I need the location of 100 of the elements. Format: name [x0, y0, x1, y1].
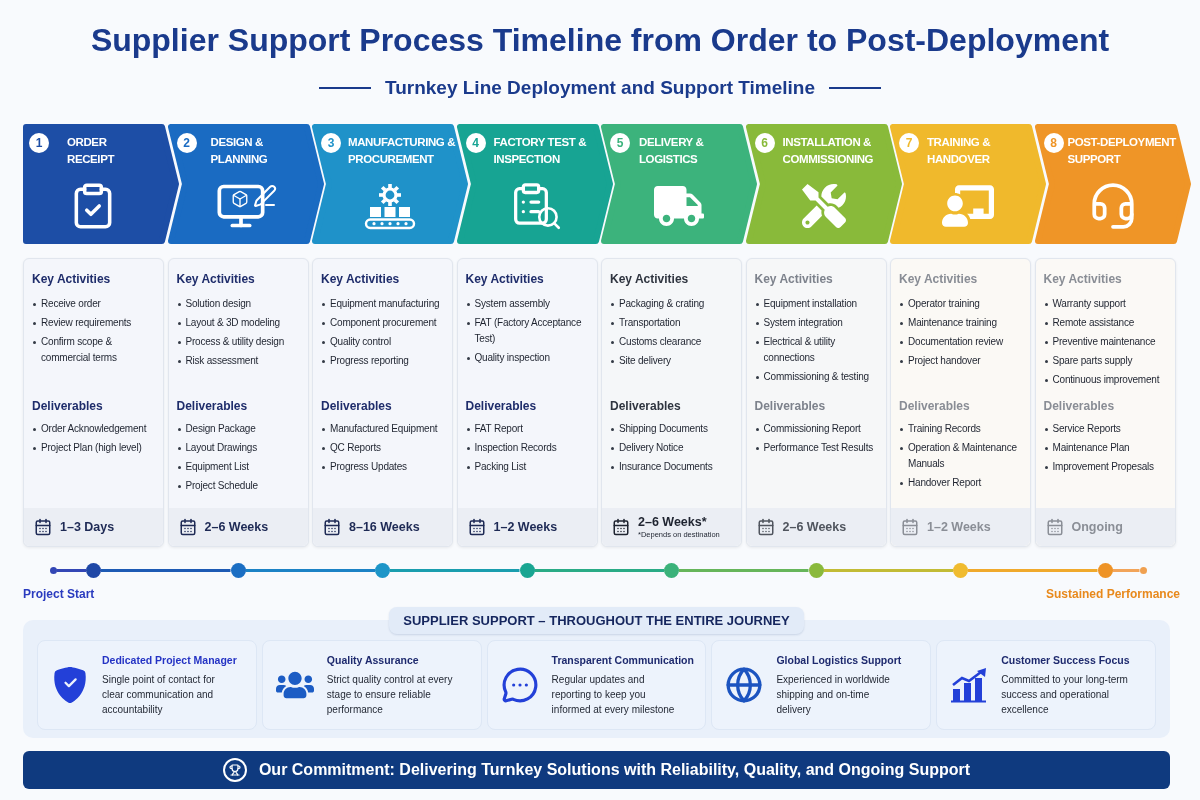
- bullet-item: Progress Updates: [321, 459, 444, 475]
- section-heading: Deliverables: [32, 398, 104, 414]
- duration-text: 8–16 Weeks: [349, 519, 420, 535]
- bullet-item: Performance Test Results: [754, 440, 878, 456]
- bullet-item: Maintenance training: [899, 315, 1022, 331]
- duration-footer: [891, 508, 1030, 546]
- bullet-item: Documentation review: [899, 334, 1022, 350]
- activity-card: [890, 258, 1031, 547]
- bullet-item: Equipment manufacturing: [321, 296, 444, 312]
- section-heading: Deliverables: [610, 398, 682, 414]
- timeline-end-label: Sustained Performance: [1045, 586, 1180, 602]
- page-title: Supplier Support Process Timeline from Order to Post-Deployment: [90, 21, 1110, 60]
- activity-card: [23, 258, 164, 547]
- item-description: Strict quality control at every stage to ensure reliable performance: [326, 673, 454, 717]
- process-step: [23, 124, 179, 244]
- step-title: ORDER RECEIPT: [67, 135, 116, 167]
- bullet-item: Project Plan (high level): [32, 440, 155, 456]
- step-title: DELIVERY & LOGISTICS: [639, 135, 705, 167]
- activity-card: [745, 258, 887, 547]
- timeline-line: [534, 569, 664, 572]
- panel-heading: SUPPLIER SUPPORT – THROUGHOUT THE ENTIRE JOURNEY: [389, 607, 804, 634]
- bullet-item: Project Schedule: [176, 478, 300, 494]
- bullet-item: Maintenance Plan: [1043, 440, 1167, 456]
- section-heading: Key Activities: [32, 271, 112, 287]
- bullet-item: Service Reports: [1043, 421, 1167, 437]
- bullet-item: Design Package: [176, 421, 300, 437]
- section-heading: Key Activities: [321, 271, 401, 287]
- bullet-item: Risk assessment: [176, 353, 300, 369]
- bullet-item: Packing List: [465, 459, 589, 475]
- section-heading: Key Activities: [465, 271, 545, 287]
- section-heading: Key Activities: [176, 271, 256, 287]
- section-heading: Deliverables: [899, 398, 971, 414]
- timeline-line: [1112, 569, 1140, 572]
- process-step: [312, 124, 468, 244]
- bullet-item: FAT (Factory Acceptance Test): [465, 315, 589, 347]
- bullet-item: Electrical & utility connections: [754, 334, 878, 366]
- bullet-item: Equipment List: [176, 459, 300, 475]
- step-title: POST-DEPLOYMENT SUPPORT: [1067, 135, 1178, 167]
- section-heading: Deliverables: [465, 398, 538, 414]
- item-description: Single point of contact for clear communication and accountability: [102, 673, 216, 717]
- timeline-line: [245, 569, 375, 572]
- item-title: Transparent Communication: [551, 653, 694, 668]
- item-title: Global Logistics Support: [776, 653, 903, 668]
- bullet-item: Shipping Documents: [610, 421, 733, 437]
- timeline-line: [56, 569, 86, 572]
- bullet-item: Delivery Notice: [610, 440, 733, 456]
- bullet-item: Receive order: [32, 296, 155, 312]
- step-title: DESIGN & PLANNING: [210, 135, 269, 167]
- step-title: TRAINING & HANDOVER: [927, 135, 992, 167]
- bullet-item: Progress reporting: [321, 353, 444, 369]
- section-heading: Deliverables: [321, 398, 393, 414]
- bullet-item: Customs clearance: [610, 334, 733, 350]
- bullet-item: Project handover: [899, 353, 1022, 369]
- bullet-item: Manufactured Equipment: [321, 421, 444, 437]
- duration-text: 1–2 Weeks: [927, 519, 991, 535]
- bullet-item: Spare parts supply: [1043, 353, 1167, 369]
- timeline-start-label: Project Start: [23, 586, 95, 602]
- duration-footer: [24, 508, 163, 546]
- bullet-item: Handover Report: [899, 475, 1022, 491]
- step-title: INSTALLATION & COMMISSIONING: [782, 135, 875, 167]
- timeline-line: [968, 569, 1098, 572]
- process-step: [1034, 124, 1191, 244]
- process-step: [167, 124, 324, 244]
- bullet-item: Component procurement: [321, 315, 444, 331]
- bullet-item: Layout & 3D modeling: [176, 315, 300, 331]
- bullet-item: Solution design: [176, 296, 300, 312]
- commitment-banner: [23, 751, 1170, 789]
- duration-text: 1–2 Weeks: [493, 519, 558, 535]
- bullet-item: QC Reports: [321, 440, 444, 456]
- bullet-item: Commissioning & testing: [754, 369, 878, 385]
- timeline-line: [101, 569, 231, 572]
- bullet-item: Transportation: [610, 315, 733, 331]
- item-description: Committed to your long-term success and operational excellence: [1001, 673, 1129, 717]
- process-step: [601, 124, 757, 244]
- bullet-item: System assembly: [465, 296, 589, 312]
- banner-text: Our Commitment: Delivering Turnkey Solutions with Reliability, Quality, and Ongoing Support: [258, 760, 971, 780]
- section-heading: Deliverables: [176, 398, 249, 414]
- bullet-item: Remote assistance: [1043, 315, 1167, 331]
- bullet-item: FAT Report: [465, 421, 589, 437]
- bullet-item: Site delivery: [610, 353, 733, 369]
- activity-card: [456, 258, 598, 547]
- duration-text: Ongoing: [1071, 519, 1123, 535]
- support-item-card: [936, 640, 1156, 730]
- item-title: Dedicated Project Manager: [102, 653, 237, 668]
- bullet-item: Quality control: [321, 334, 444, 350]
- section-heading: Key Activities: [610, 271, 690, 287]
- bullet-item: Inspection Records: [465, 440, 589, 456]
- duration-footer: [313, 508, 452, 546]
- process-step: [890, 124, 1046, 244]
- support-item-card: [261, 640, 482, 730]
- duration-footer: [1035, 508, 1175, 546]
- item-title: Quality Assurance: [326, 653, 420, 668]
- bullet-item: Equipment installation: [754, 296, 878, 312]
- bullet-item: Insurance Documents: [610, 459, 733, 475]
- bullet-item: Review requirements: [32, 315, 155, 331]
- bullet-item: Operator training: [899, 296, 1022, 312]
- timeline-line: [679, 569, 809, 572]
- duration-text: 1–3 Days: [60, 519, 115, 535]
- duration-text: 2–6 Weeks: [782, 519, 847, 535]
- bullet-item: Training Records: [899, 421, 1022, 437]
